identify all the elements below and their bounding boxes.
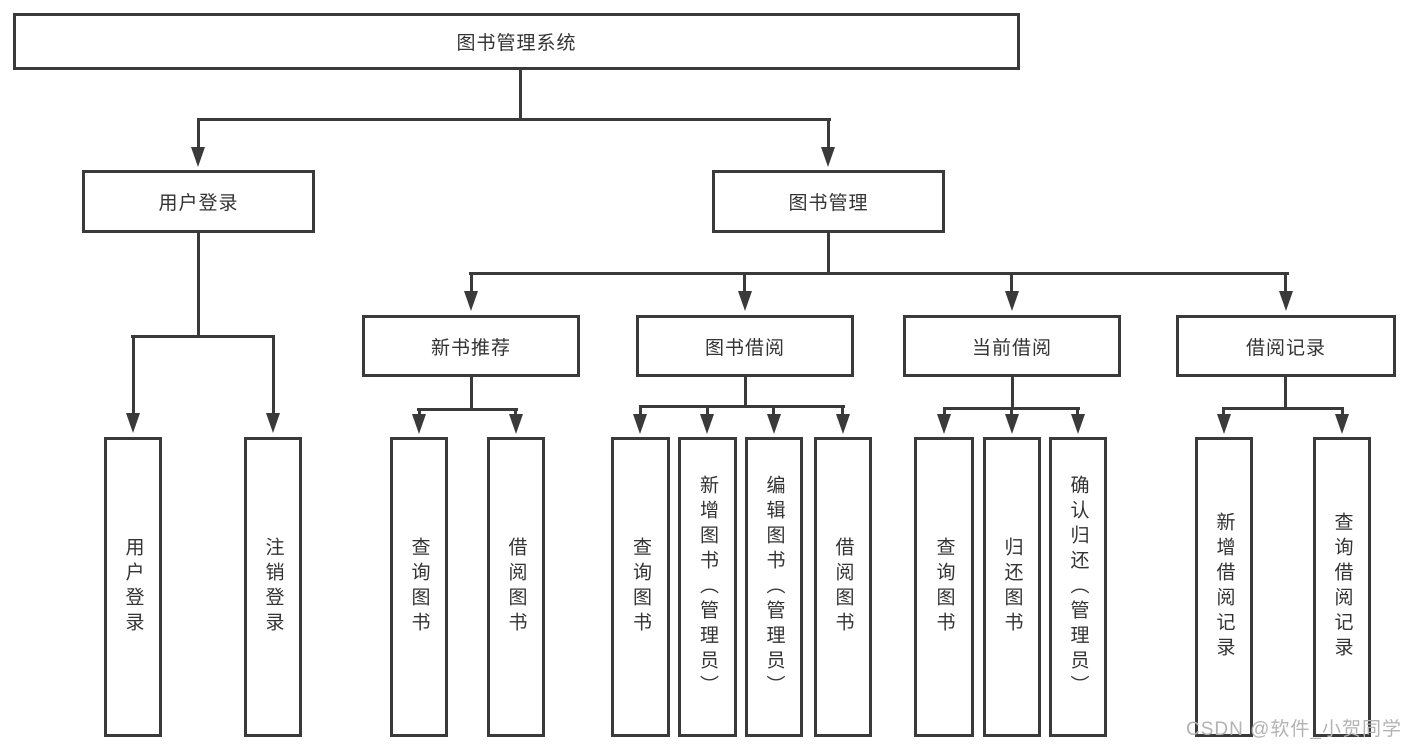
connector-records-stem — [1284, 377, 1287, 407]
node-borrow-query-books: 查询图书 — [611, 437, 670, 737]
arrow-down-icon — [191, 147, 205, 167]
arrow-down-icon — [126, 413, 140, 433]
node-label: 新增图书（管理员） — [697, 474, 718, 700]
arrow-down-icon — [1335, 414, 1349, 434]
connector-stub-borrow-edit — [772, 405, 775, 416]
connector-stub-rec-query — [418, 408, 421, 416]
node-records-add-record: 新增借阅记录 — [1195, 437, 1253, 737]
node-label: 注销登录 — [262, 537, 284, 637]
connector-stub-borrow-add — [706, 405, 709, 416]
connector-top-branch — [197, 118, 831, 121]
node-current-query-books: 查询图书 — [914, 437, 974, 737]
connector-stub-records-add — [1222, 407, 1225, 416]
connector-login-branch — [131, 335, 275, 338]
connector-rec-stem — [470, 377, 473, 408]
node-label: 查询图书 — [408, 537, 430, 637]
connector-current-stem — [1011, 377, 1014, 407]
node-label: 编辑图书（管理员） — [763, 474, 785, 700]
node-label: 查询图书 — [630, 537, 651, 637]
arrow-down-icon — [266, 413, 280, 433]
node-user-login: 用户登录 — [82, 170, 315, 233]
node-current-confirm-return-admin: 确认归还（管理员） — [1049, 437, 1107, 737]
arrow-down-icon — [1005, 291, 1019, 311]
node-user-login-leaf: 用户登录 — [104, 437, 162, 737]
connector-stub-current-query — [943, 407, 946, 416]
connector-records-branch — [1223, 407, 1344, 410]
node-label: 借阅图书 — [832, 537, 854, 637]
connector-manage-stem — [827, 233, 830, 275]
node-borrow-edit-books-admin: 编辑图书（管理员） — [745, 437, 803, 737]
connector-login-stem — [197, 233, 200, 335]
connector-rec-branch — [417, 408, 518, 411]
arrow-down-icon — [738, 291, 752, 311]
connector-stub-borrow-borrow — [841, 405, 844, 416]
connector-borrow-branch — [639, 405, 845, 408]
arrow-down-icon — [1071, 414, 1085, 434]
node-label: 确认归还（管理员） — [1067, 474, 1089, 700]
arrow-down-icon — [767, 414, 781, 434]
arrow-down-icon — [937, 414, 951, 434]
connector-stub-borrow-query — [639, 405, 642, 416]
connector-stub-borrow-records — [1284, 272, 1287, 293]
node-new-book-recommend: 新书推荐 — [362, 315, 580, 377]
node-library-system: 图书管理系统 — [13, 13, 1020, 70]
arrow-down-icon — [700, 414, 714, 434]
arrow-down-icon — [821, 147, 835, 167]
node-rec-query-books: 查询图书 — [390, 437, 448, 737]
node-book-management: 图书管理 — [712, 170, 945, 233]
arrow-down-icon — [1217, 414, 1231, 434]
connector-stub-current-confirm — [1076, 407, 1079, 416]
arrow-down-icon — [836, 414, 850, 434]
node-current-return-books: 归还图书 — [983, 437, 1041, 737]
node-label: 用户登录 — [122, 537, 144, 637]
node-borrow-records: 借阅记录 — [1176, 315, 1396, 377]
node-label: 新增借阅记录 — [1213, 512, 1235, 662]
connector-stub-records-query — [1341, 407, 1344, 416]
arrow-down-icon — [633, 414, 647, 434]
connector-stub-user-login — [197, 118, 200, 149]
node-records-query-record: 查询借阅记录 — [1313, 437, 1371, 737]
node-rec-borrow-books: 借阅图书 — [487, 437, 545, 737]
node-label: 归还图书 — [1001, 537, 1023, 637]
connector-stub-current-return — [1010, 407, 1013, 416]
connector-stub-book-management — [827, 118, 830, 149]
connector-borrow-stem — [744, 377, 747, 405]
node-label: 查询图书 — [933, 537, 955, 637]
arrow-down-icon — [1279, 291, 1293, 311]
node-label: 查询借阅记录 — [1331, 512, 1353, 662]
node-borrow-add-books-admin: 新增图书（管理员） — [678, 437, 737, 737]
arrow-down-icon — [1005, 414, 1019, 434]
arrow-down-icon — [412, 414, 426, 434]
connector-stub-current-borrow — [1010, 272, 1013, 293]
connector-stub-logout-leaf — [272, 335, 275, 415]
connector-stub-rec-borrow — [514, 408, 517, 416]
node-book-borrow: 图书借阅 — [636, 315, 854, 377]
connector-stub-new-book — [470, 272, 473, 293]
connector-manage-branch — [469, 272, 1289, 275]
node-borrow-borrow-books: 借阅图书 — [814, 437, 872, 737]
node-label: 借阅图书 — [505, 537, 527, 637]
connector-root-stem — [519, 70, 522, 118]
watermark: CSDN @软件_小贺同学 — [1186, 719, 1402, 740]
node-current-borrow: 当前借阅 — [903, 315, 1121, 377]
node-logout-leaf: 注销登录 — [244, 437, 302, 737]
connector-stub-book-borrow — [743, 272, 746, 293]
arrow-down-icon — [464, 291, 478, 311]
connector-stub-login-leaf — [132, 335, 135, 415]
arrow-down-icon — [509, 414, 523, 434]
